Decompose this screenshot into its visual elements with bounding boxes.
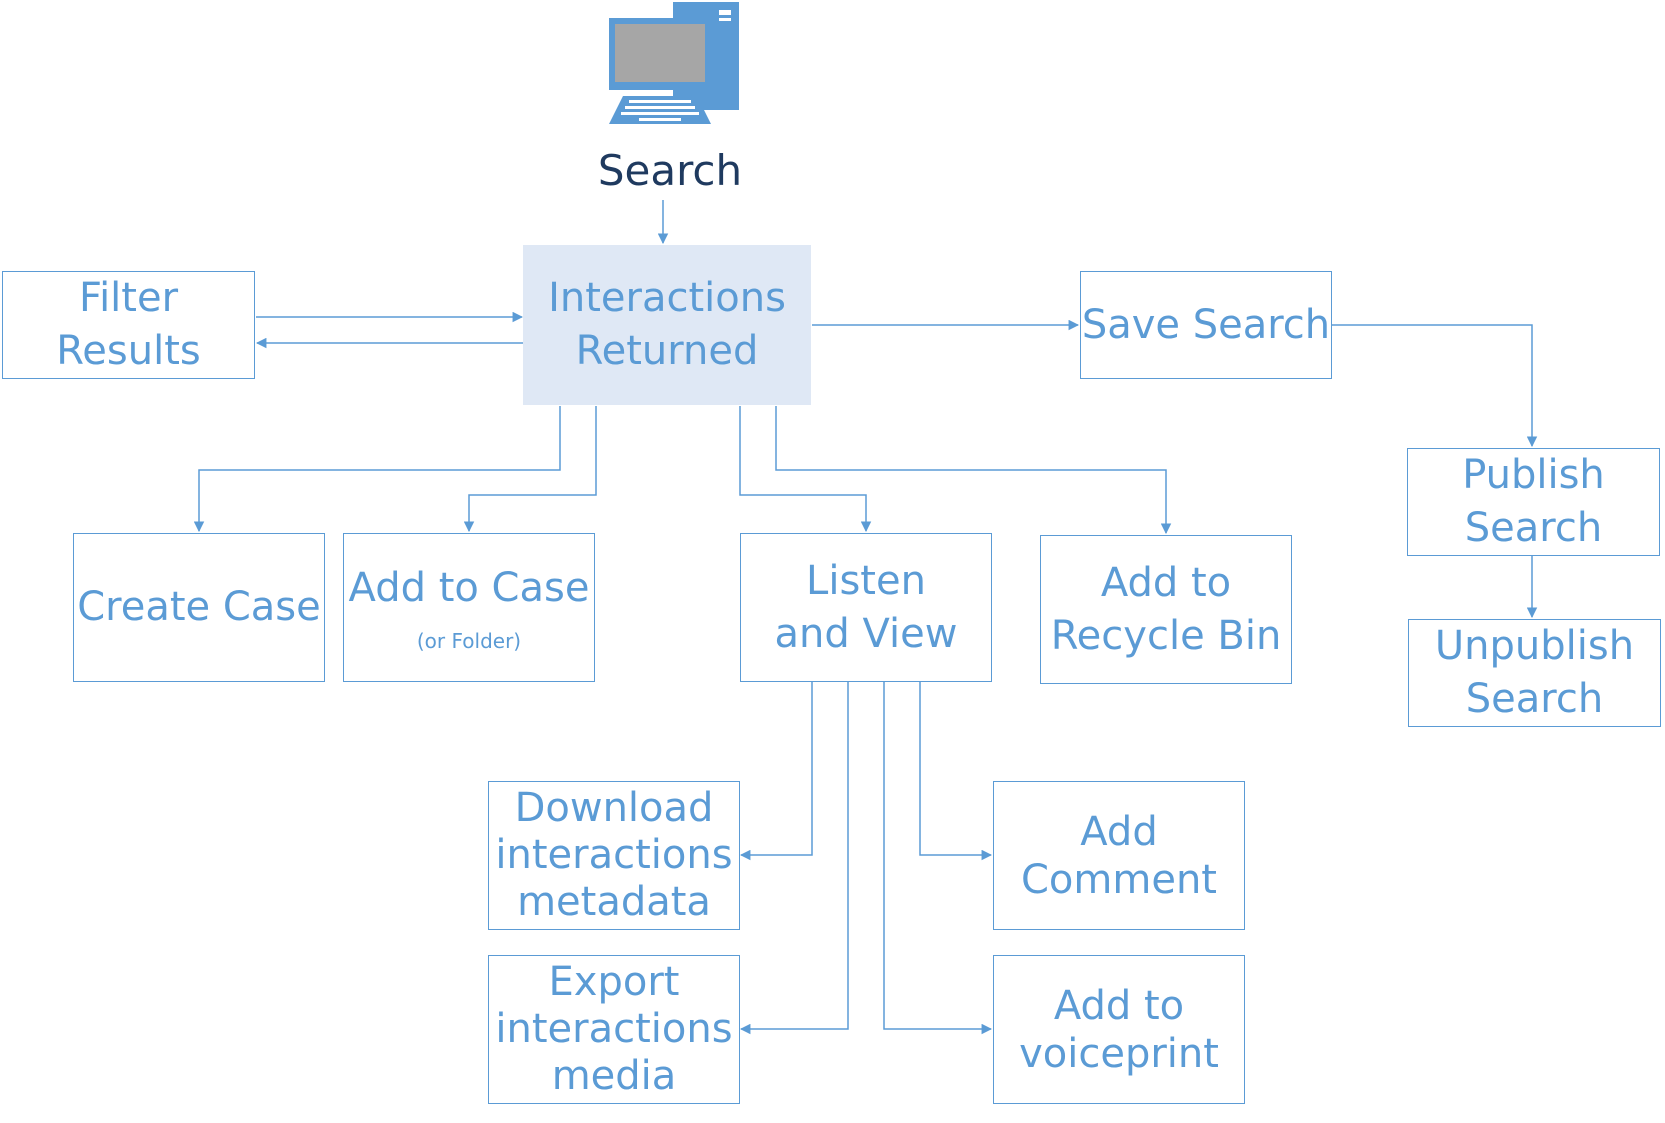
arrow-interactions-to-recycle — [775, 406, 1172, 535]
arrow-save-to-publish — [1332, 324, 1538, 448]
arrow-interactions-to-add-to-case — [463, 406, 597, 533]
search-label: Search — [597, 146, 743, 195]
computer-icon — [609, 2, 739, 124]
add-to-case-subtitle: (or Folder) — [416, 628, 522, 653]
arrow-listen-to-download — [739, 682, 813, 861]
arrow-listen-to-voiceprint — [883, 682, 993, 1035]
node-download-metadata: Download interactions metadata — [488, 781, 740, 930]
node-publish-search: Publish Search — [1407, 448, 1660, 556]
node-export-media: Export interactions media — [488, 955, 740, 1104]
node-add-comment: Add Comment — [993, 781, 1245, 930]
node-filter-results: Filter Results — [2, 271, 255, 379]
node-listen-and-view: Listen and View — [740, 533, 992, 682]
arrow-interactions-to-listen — [739, 406, 872, 533]
node-create-case: Create Case — [73, 533, 325, 682]
node-add-to-recycle-bin: Add to Recycle Bin — [1040, 535, 1292, 684]
node-add-to-voiceprint: Add to voiceprint — [993, 955, 1245, 1104]
node-unpublish-search: Unpublish Search — [1408, 619, 1661, 727]
node-save-search: Save Search — [1080, 271, 1332, 379]
node-interactions-returned: Interactions Returned — [523, 245, 811, 405]
arrow-interactions-to-create-case — [193, 406, 561, 533]
arrow-listen-to-export — [739, 682, 849, 1035]
arrow-listen-to-comment — [919, 682, 993, 861]
node-add-to-case: Add to Case (or Folder) — [343, 533, 595, 682]
